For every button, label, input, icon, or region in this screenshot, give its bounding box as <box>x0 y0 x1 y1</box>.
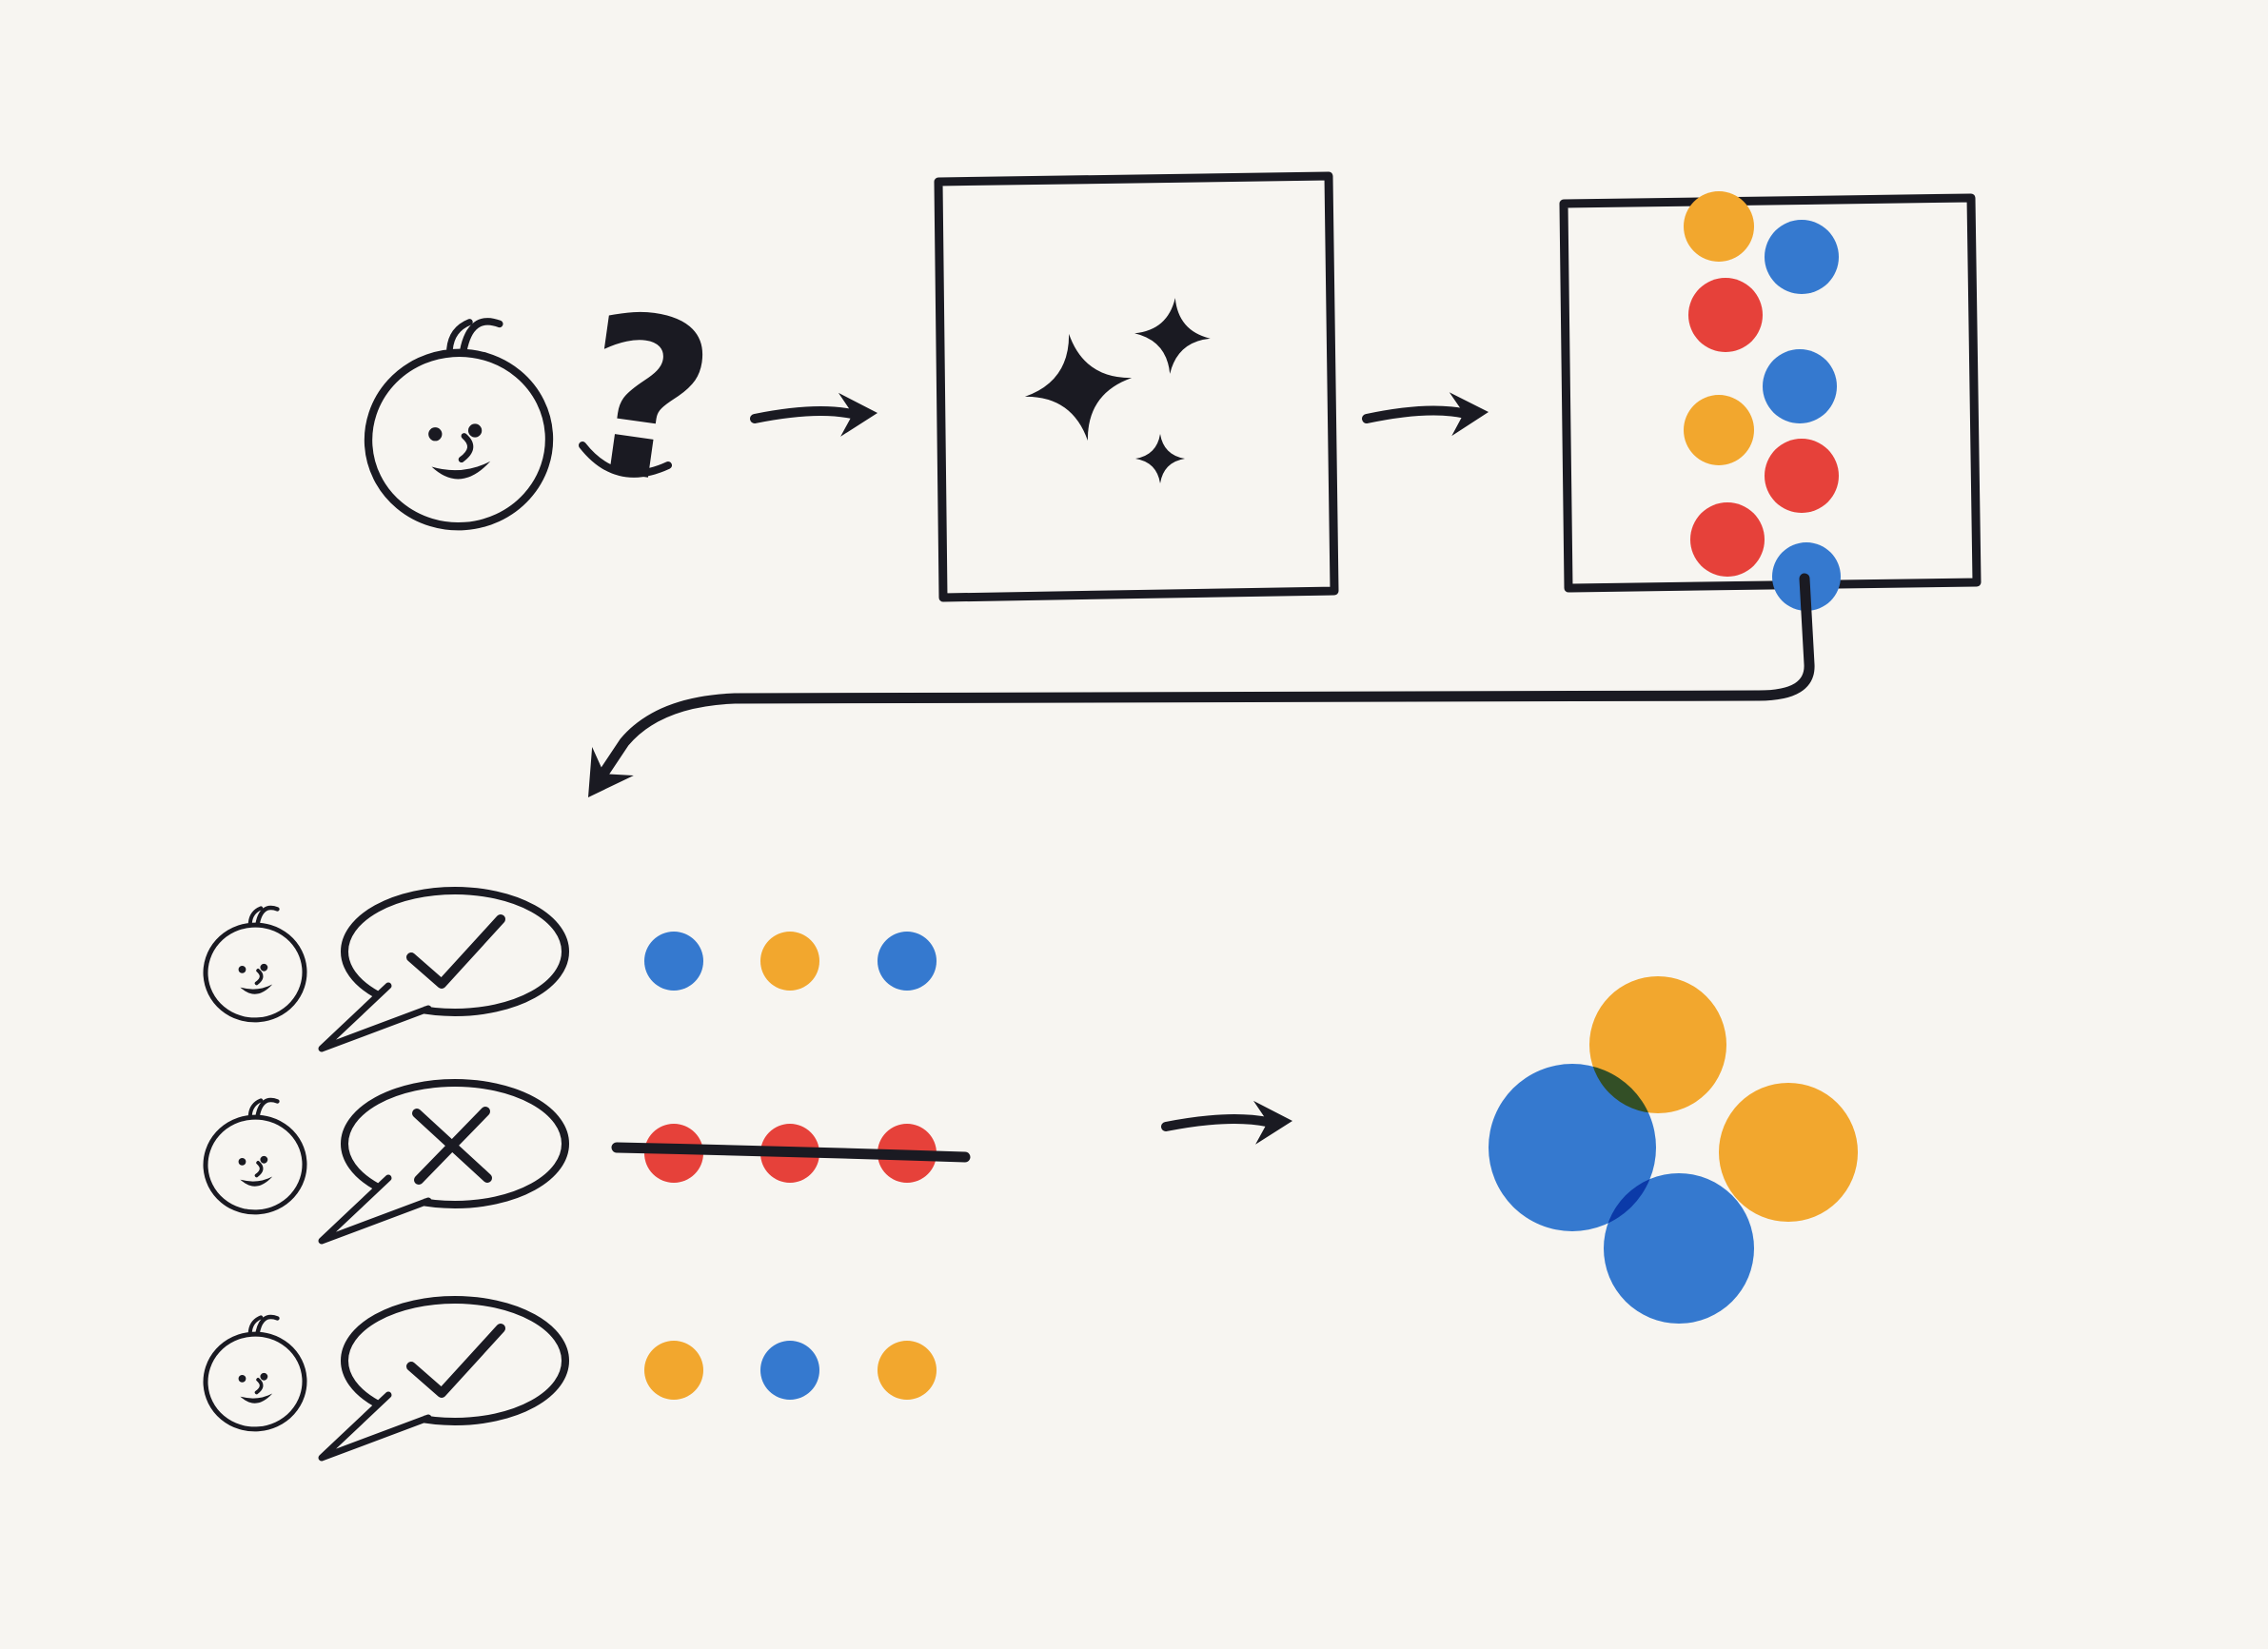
arrow-shaft <box>750 406 858 423</box>
reviewer-face-icon <box>203 1314 307 1432</box>
nose-stroke <box>254 1378 264 1395</box>
eye-icon <box>238 1157 247 1166</box>
bubble-tail <box>322 986 428 1049</box>
hair-flick <box>247 1098 264 1117</box>
feedback-row <box>203 1079 971 1245</box>
eye-icon <box>260 1155 268 1164</box>
bubble-tail-stroke <box>318 1391 432 1462</box>
question-mark-glyph: ? <box>565 265 728 537</box>
mouth-icon <box>240 984 273 994</box>
arrow-head-icon <box>588 747 634 797</box>
arrow-head-icon <box>838 392 878 437</box>
feedback-dot <box>644 1341 703 1400</box>
flow-arrow-2 <box>1362 392 1489 437</box>
aggregate-arrow <box>1161 1100 1292 1145</box>
eye-icon <box>260 963 268 972</box>
output-dot <box>1763 349 1837 423</box>
output-dot <box>1690 502 1765 577</box>
x-icon <box>414 1107 490 1185</box>
feedback-dot <box>878 1341 937 1400</box>
nose-stroke <box>254 1161 264 1178</box>
feedback-dot <box>760 932 819 991</box>
result-blob <box>1489 1064 1656 1231</box>
user-face-group <box>364 318 554 531</box>
eye-icon <box>238 965 247 973</box>
bubble-tail-stroke <box>318 1174 432 1245</box>
eye-icon <box>428 427 443 442</box>
hair-flick <box>255 1097 280 1119</box>
feedback-connector-arrow <box>588 573 1815 797</box>
feedback-row <box>203 1296 937 1462</box>
rejected-strikethrough <box>611 1142 971 1163</box>
result-blob <box>1604 1173 1754 1324</box>
mouth-icon <box>240 1393 273 1404</box>
arrow-shaft <box>1161 1114 1273 1131</box>
eye-icon <box>467 423 483 438</box>
reviewer-face-icon <box>203 905 307 1023</box>
reviewer-face-icon <box>203 1097 307 1215</box>
result-blob <box>1589 976 1726 1113</box>
bubble-outline <box>341 1079 569 1208</box>
feedback-rows <box>203 887 971 1462</box>
feedback-dot <box>760 1341 819 1400</box>
flow-arrow-1 <box>750 392 878 437</box>
feedback-dot <box>878 932 937 991</box>
user-face-icon <box>364 318 554 531</box>
hair-flick <box>255 1314 280 1336</box>
feedback-dot <box>644 932 703 991</box>
feedback-row <box>203 887 937 1052</box>
output-dot <box>1688 278 1763 352</box>
hair-flick <box>247 906 264 925</box>
hair-flick <box>446 319 473 353</box>
speech-bubble <box>318 1296 569 1462</box>
output-dot <box>1765 439 1839 513</box>
output-dot <box>1684 395 1754 465</box>
face-outline-icon <box>203 922 307 1023</box>
result-blob <box>1719 1083 1858 1222</box>
mouth-icon <box>431 461 491 480</box>
bubble-outline <box>341 887 569 1016</box>
sparkles-icon <box>1024 298 1211 483</box>
nose-stroke <box>458 433 474 463</box>
sparkle-medium-icon <box>1134 298 1211 374</box>
check-icon <box>406 1324 505 1398</box>
check-icon <box>406 914 505 989</box>
hair-flick <box>255 905 280 927</box>
bubble-tail <box>322 1178 428 1241</box>
result-blob-cluster <box>1489 976 1858 1324</box>
face-outline-icon <box>364 348 554 531</box>
speech-bubble <box>318 887 569 1052</box>
question-flourish <box>579 442 672 478</box>
bubble-outline <box>341 1296 569 1425</box>
bubble-tail <box>322 1395 428 1458</box>
hair-flick <box>459 318 503 355</box>
nose-stroke <box>254 969 264 986</box>
speech-bubble <box>318 1079 569 1245</box>
output-dot <box>1765 220 1839 294</box>
face-outline-icon <box>203 1114 307 1215</box>
arrow-head-icon <box>1449 392 1489 437</box>
bubble-tail-stroke <box>318 982 432 1052</box>
mouth-icon <box>240 1176 273 1187</box>
sparkle-large-icon <box>1024 333 1133 442</box>
output-dot <box>1684 191 1754 262</box>
output-box <box>1559 193 1982 593</box>
sparkle-small-icon <box>1135 434 1185 483</box>
hair-flick <box>247 1315 264 1334</box>
eye-icon <box>238 1374 247 1383</box>
arrow-shaft <box>1362 405 1469 423</box>
connector-line <box>596 573 1815 782</box>
face-outline-icon <box>203 1331 307 1432</box>
model-box <box>934 171 1339 602</box>
output-dot-column <box>1684 191 1841 611</box>
arrow-head-icon <box>1253 1100 1292 1145</box>
eye-icon <box>260 1372 268 1381</box>
